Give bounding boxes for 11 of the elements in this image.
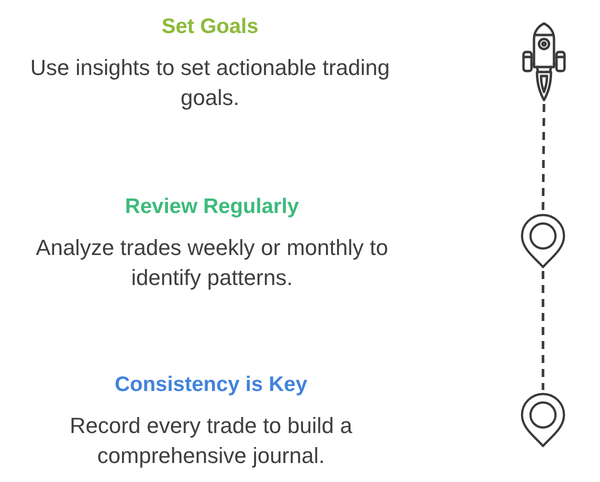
dashed-connector	[542, 104, 546, 212]
map-pin-icon	[520, 213, 566, 269]
step-description: Analyze trades weekly or monthly to identify patterns.	[34, 234, 390, 292]
step-title: Consistency is Key	[114, 373, 308, 397]
step-title: Review Regularly	[125, 195, 299, 219]
rocket-icon	[522, 22, 566, 102]
step-description: Use insights to set actionable trading goals.	[29, 54, 391, 112]
step-description: Record every trade to build a comprehensive journal.	[68, 412, 354, 470]
map-pin-icon	[520, 392, 566, 448]
dashed-connector	[542, 271, 544, 390]
step-title: Set Goals	[162, 15, 258, 39]
